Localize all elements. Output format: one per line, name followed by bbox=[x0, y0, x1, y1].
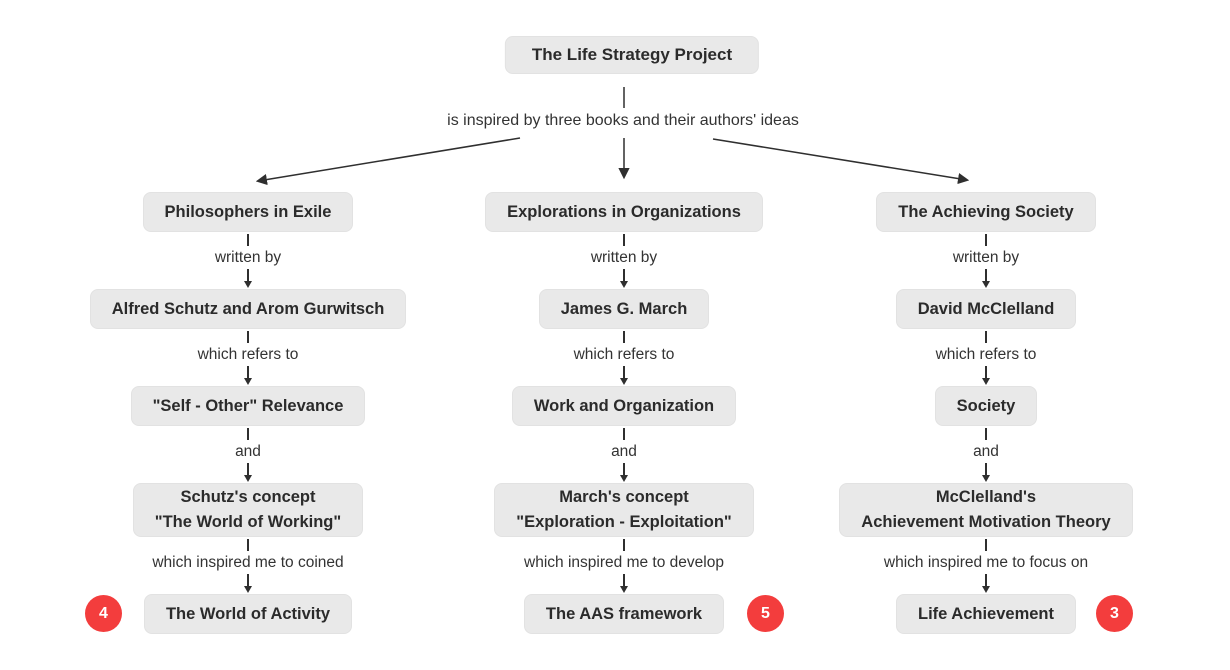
author-node: Alfred Schutz and Arom Gurwitsch bbox=[89, 289, 407, 329]
connector-written-by: written by bbox=[215, 232, 281, 289]
branch-arrow-right bbox=[712, 138, 970, 185]
number-badge: 5 bbox=[747, 595, 784, 632]
connector-line bbox=[623, 234, 625, 246]
connector-refers-to: which refers to bbox=[197, 329, 299, 386]
outcome-node: The World of Activity bbox=[143, 594, 353, 634]
connector-line bbox=[247, 234, 249, 246]
concept-node-two-line: McClelland's Achievement Motivation Theo… bbox=[839, 483, 1133, 537]
arrow-down-icon bbox=[247, 366, 249, 379]
column-explorations-in-organizations: Explorations in Organizations written by… bbox=[444, 192, 804, 634]
connector-line bbox=[985, 234, 987, 246]
connector-line bbox=[985, 539, 987, 551]
concept-node: Society bbox=[934, 386, 1038, 426]
connector-line bbox=[985, 331, 987, 343]
connector-label: written by bbox=[590, 249, 658, 266]
branch-arrow-left bbox=[255, 137, 521, 186]
outcome-node: The AAS framework bbox=[523, 594, 725, 634]
arrow-down-icon bbox=[985, 366, 987, 379]
arrow-down-icon bbox=[985, 463, 987, 476]
connector-label: which inspired me to focus on bbox=[883, 554, 1089, 571]
connector-label: which refers to bbox=[935, 346, 1037, 363]
concept-line-1: McClelland's bbox=[935, 488, 1037, 506]
connector-label: which refers to bbox=[573, 346, 675, 363]
connector-line bbox=[247, 539, 249, 551]
author-node: David McClelland bbox=[895, 289, 1077, 329]
concept-line-1: Schutz's concept bbox=[180, 488, 316, 506]
connector-line bbox=[623, 331, 625, 343]
concept-node: Work and Organization bbox=[511, 386, 737, 426]
book-node: The Achieving Society bbox=[876, 192, 1096, 232]
outcome-node: Life Achievement bbox=[895, 594, 1076, 634]
connector-refers-to: which refers to bbox=[573, 329, 675, 386]
connector-inspired: which inspired me to develop bbox=[524, 537, 724, 594]
book-node: Philosophers in Exile bbox=[142, 192, 354, 232]
connector-and: and bbox=[973, 426, 999, 483]
connector-and: and bbox=[235, 426, 261, 483]
concept-line-2: "The World of Working" bbox=[154, 513, 342, 531]
connector-label: and bbox=[235, 443, 261, 460]
column-philosophers-in-exile: Philosophers in Exile written by Alfred … bbox=[68, 192, 428, 634]
root-node: The Life Strategy Project bbox=[504, 36, 760, 74]
arrow-down-icon bbox=[247, 269, 249, 282]
connector-label: and bbox=[973, 443, 999, 460]
arrow-down-icon bbox=[985, 269, 987, 282]
concept-node: "Self - Other" Relevance bbox=[130, 386, 366, 426]
concept-line-2: "Exploration - Exploitation" bbox=[516, 513, 732, 531]
root-node-wrap: The Life Strategy Project bbox=[504, 36, 760, 74]
arrow-down-icon bbox=[247, 574, 249, 587]
arrow-down-icon bbox=[623, 269, 625, 282]
connector-refers-to: which refers to bbox=[935, 329, 1037, 386]
concept-line-2: Achievement Motivation Theory bbox=[861, 513, 1111, 531]
column-the-achieving-society: The Achieving Society written by David M… bbox=[806, 192, 1166, 634]
connector-label: and bbox=[611, 443, 637, 460]
connector-and: and bbox=[611, 426, 637, 483]
arrow-down-icon bbox=[623, 366, 625, 379]
connector-written-by: written by bbox=[953, 232, 1019, 289]
concept-node-two-line: Schutz's concept "The World of Working" bbox=[132, 483, 364, 537]
connector-written-by: written by bbox=[591, 232, 657, 289]
concept-node-two-line: March's concept "Exploration - Exploitat… bbox=[494, 483, 754, 537]
root-subtitle: is inspired by three books and their aut… bbox=[447, 112, 799, 129]
number-badge: 3 bbox=[1096, 595, 1133, 632]
arrow-down-icon bbox=[247, 463, 249, 476]
number-badge: 4 bbox=[85, 595, 122, 632]
connector-label: which inspired me to coined bbox=[152, 554, 344, 571]
branch-arrows bbox=[255, 87, 970, 186]
connector-line bbox=[247, 331, 249, 343]
arrow-down-icon bbox=[623, 574, 625, 587]
book-node: Explorations in Organizations bbox=[485, 192, 763, 232]
connector-line bbox=[623, 428, 625, 440]
arrow-down-icon bbox=[623, 463, 625, 476]
connector-label: written by bbox=[952, 249, 1020, 266]
author-node: James G. March bbox=[538, 289, 710, 329]
concept-line-1: March's concept bbox=[559, 488, 689, 506]
connector-label: which refers to bbox=[197, 346, 299, 363]
arrow-down-icon bbox=[985, 574, 987, 587]
connector-label: written by bbox=[214, 249, 282, 266]
connector-inspired: which inspired me to coined bbox=[152, 537, 344, 594]
connector-line bbox=[623, 539, 625, 551]
connector-line bbox=[985, 428, 987, 440]
connector-label: which inspired me to develop bbox=[524, 554, 724, 571]
connector-line bbox=[247, 428, 249, 440]
connector-inspired: which inspired me to focus on bbox=[884, 537, 1088, 594]
